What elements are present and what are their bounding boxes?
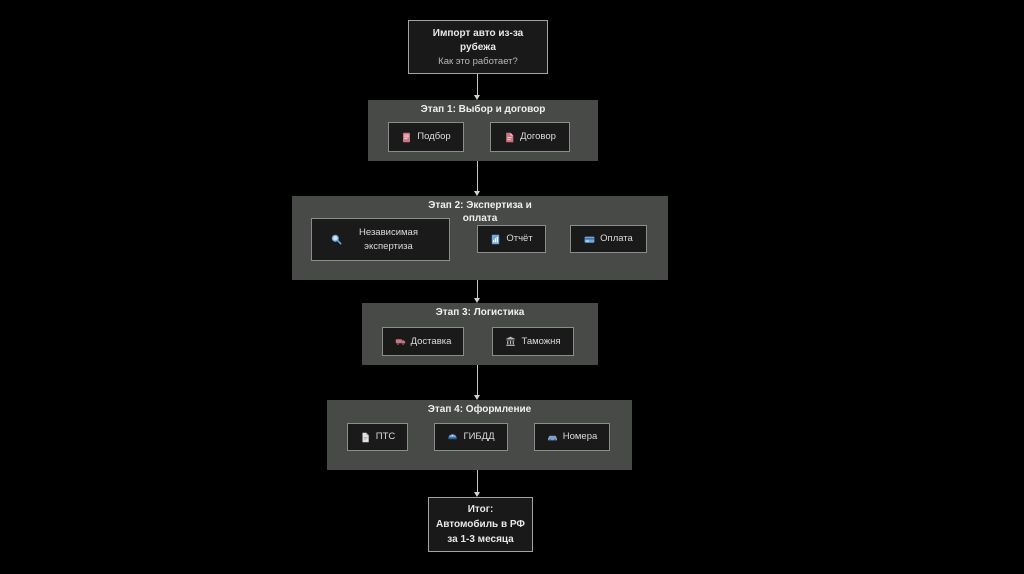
selection-button-label: Подбор [417, 131, 451, 143]
arrow-down-icon [474, 492, 480, 497]
connector-line [477, 470, 478, 492]
arrow-down-icon [474, 95, 480, 100]
start-node-subtitle: Как это работает? [438, 56, 518, 67]
stage-4-panel: Этап 4: Оформление ПТС ГИБДД [327, 400, 632, 470]
selection-button[interactable]: Подбор [388, 122, 464, 152]
arrow-down-icon [474, 191, 480, 196]
gibdd-button-label: ГИБДД [463, 431, 495, 443]
contract-button-label: Договор [520, 131, 556, 143]
payment-button[interactable]: Оплата [570, 225, 647, 253]
pts-button[interactable]: ПТС [347, 423, 408, 451]
truck-icon [395, 339, 405, 346]
customs-building-icon [506, 336, 516, 346]
car-icon [547, 435, 557, 441]
contract-icon [506, 132, 514, 142]
customs-button-label: Таможня [521, 335, 561, 347]
credit-card-icon [584, 236, 595, 243]
connector-line [477, 161, 478, 191]
delivery-button-label: Доставка [410, 335, 452, 347]
arrow-down-icon [474, 298, 480, 303]
connector-line [477, 74, 478, 95]
magnifier-icon [331, 234, 341, 245]
start-node: Импорт авто из-за рубежа Как это работае… [408, 20, 548, 74]
result-line-3: за 1-3 месяца [447, 534, 514, 545]
start-node-title: Импорт авто из-за рубежа [432, 28, 524, 53]
stage-3-panel: Этап 3: Логистика Доставка Таможня [362, 303, 598, 365]
pts-button-label: ПТС [375, 431, 396, 443]
payment-button-label: Оплата [600, 233, 633, 245]
report-button[interactable]: Отчёт [477, 225, 546, 253]
report-icon [492, 234, 500, 244]
plates-button[interactable]: Номера [534, 423, 610, 451]
stage-1-panel: Этап 1: Выбор и договор Подбор Договор [368, 100, 598, 161]
connector-line [477, 280, 478, 298]
stage-2-title: Этап 2: Экспертиза и оплата [428, 200, 532, 224]
stage-4-title: Этап 4: Оформление [427, 404, 532, 415]
police-cap-icon [448, 433, 458, 439]
stage-3-title: Этап 3: Логистика [435, 307, 525, 318]
gibdd-button[interactable]: ГИБДД [434, 423, 508, 451]
connector-line [477, 365, 478, 395]
delivery-button[interactable]: Доставка [382, 327, 464, 356]
independent-expertise-button-label: Независимая экспертиза [359, 226, 418, 252]
clipboard-icon [403, 132, 411, 142]
result-line-1: Итог: [467, 504, 494, 515]
document-icon [362, 432, 369, 442]
customs-button[interactable]: Таможня [492, 327, 574, 356]
stage-2-panel: Этап 2: Экспертиза и оплата Независимая … [292, 196, 668, 280]
stage-1-title: Этап 1: Выбор и договор [420, 104, 546, 115]
contract-button[interactable]: Договор [490, 122, 570, 152]
plates-button-label: Номера [562, 431, 598, 443]
report-button-label: Отчёт [506, 233, 533, 245]
result-node: Итог: Автомобиль в РФ за 1-3 месяца [428, 497, 533, 552]
result-line-2: Автомобиль в РФ [436, 519, 525, 530]
independent-expertise-button[interactable]: Независимая экспертиза [311, 218, 450, 261]
arrow-down-icon [474, 395, 480, 400]
